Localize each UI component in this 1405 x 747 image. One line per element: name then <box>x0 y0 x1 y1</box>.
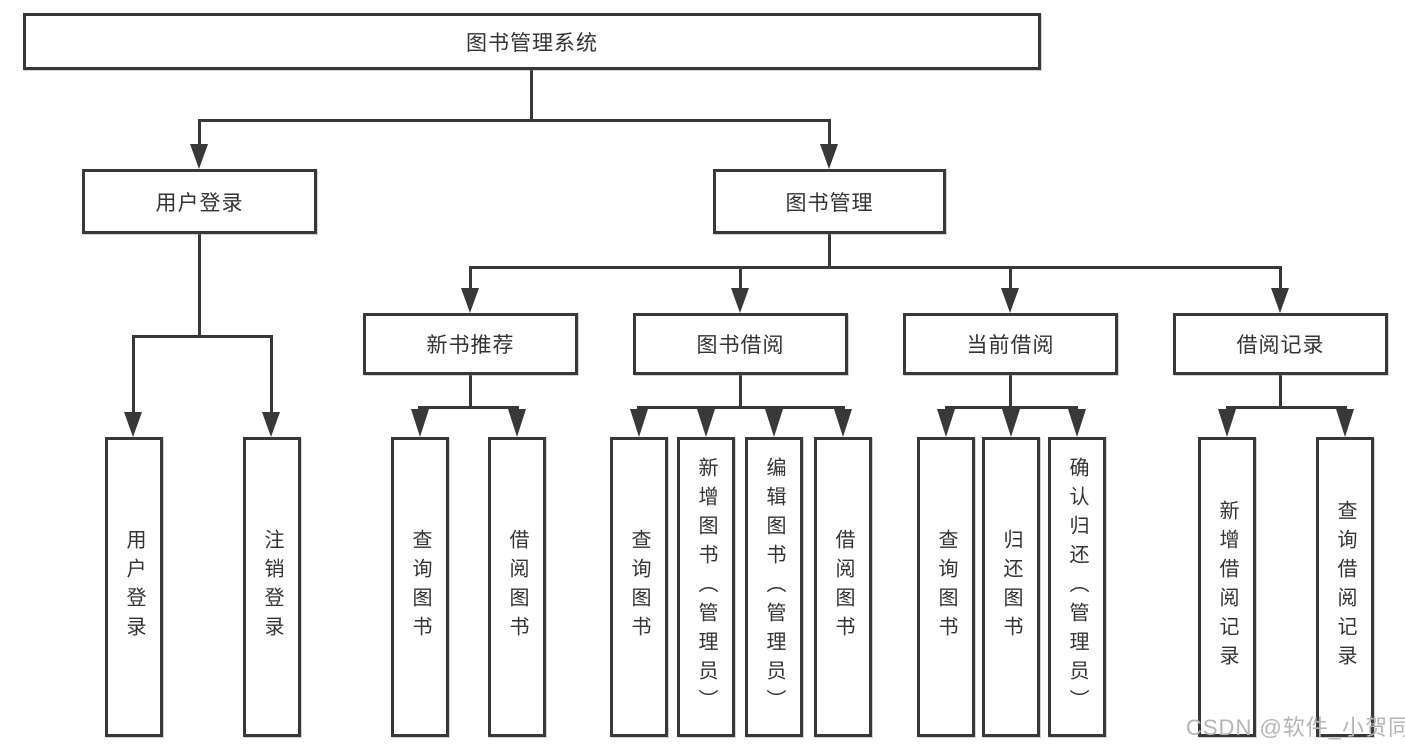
arrow-down-icon <box>411 409 429 437</box>
connector-stem <box>198 234 201 338</box>
arrow-down-icon <box>937 409 955 437</box>
arrow-down-icon <box>1271 288 1289 313</box>
connector-hline <box>637 406 845 409</box>
leaf-query-borrow-record-label: 查询借阅记录 <box>1334 500 1356 674</box>
arrow-down-icon <box>1336 409 1354 437</box>
arrow-down-icon <box>262 412 280 437</box>
connector-drop <box>739 269 742 288</box>
leaf-add-borrow-record: 新增借阅记录 <box>1198 437 1256 737</box>
node-book-borrow-label: 图书借阅 <box>696 334 785 357</box>
connector-drop <box>270 338 273 412</box>
arrow-down-icon <box>1218 409 1236 437</box>
node-current-borrow: 当前借阅 <box>903 313 1118 375</box>
leaf-confirm-return-admin: 确认归还（管理员） <box>1048 437 1106 737</box>
leaf-user-login-label: 用户登录 <box>123 529 145 645</box>
leaf-user-login: 用户登录 <box>105 437 163 737</box>
node-root-label: 图书管理系统 <box>466 31 598 55</box>
leaf-edit-book-admin-label: 编辑图书（管理员） <box>763 456 785 718</box>
connector-hline <box>418 406 519 409</box>
arrow-down-icon <box>461 288 479 313</box>
leaf-borrow-book-2-label: 借阅图书 <box>832 529 854 645</box>
connector-stem <box>828 234 831 269</box>
node-borrow-record: 借阅记录 <box>1173 313 1388 375</box>
connector-hline <box>469 266 1282 269</box>
leaf-query-book-2: 查询图书 <box>610 437 668 737</box>
leaf-add-borrow-record-label: 新增借阅记录 <box>1216 500 1238 674</box>
node-user-login: 用户登录 <box>82 169 317 234</box>
connector-drop <box>469 269 472 288</box>
arrow-down-icon <box>731 288 749 313</box>
arrow-down-icon <box>124 412 142 437</box>
arrow-down-icon <box>508 409 526 437</box>
connector-stem <box>739 375 742 409</box>
node-borrow-record-label: 借阅记录 <box>1236 334 1325 357</box>
leaf-borrow-book-1-label: 借阅图书 <box>506 529 528 645</box>
leaf-logout-label: 注销登录 <box>261 529 283 645</box>
connector-stem <box>1279 375 1282 409</box>
connector-stem <box>530 70 533 119</box>
leaf-query-borrow-record: 查询借阅记录 <box>1316 437 1374 737</box>
node-book-borrow: 图书借阅 <box>633 313 848 375</box>
connector-drop <box>1009 269 1012 288</box>
arrow-down-icon <box>765 409 783 437</box>
connector-hline <box>198 119 831 122</box>
leaf-query-book-1: 查询图书 <box>391 437 449 737</box>
arrow-down-icon <box>834 409 852 437</box>
node-new-book-recommend: 新书推荐 <box>363 313 578 375</box>
arrow-down-icon <box>820 144 838 169</box>
leaf-logout: 注销登录 <box>243 437 301 737</box>
node-root: 图书管理系统 <box>23 13 1041 70</box>
arrow-down-icon <box>1068 409 1086 437</box>
node-new-book-recommend-label: 新书推荐 <box>426 334 515 357</box>
csdn-watermark: CSDN @软件_小贺同学 <box>1186 715 1405 740</box>
leaf-add-book-admin-label: 新增图书（管理员） <box>695 456 717 718</box>
leaf-return-book-label: 归还图书 <box>1000 529 1022 645</box>
node-current-borrow-label: 当前借阅 <box>966 334 1055 357</box>
arrow-down-icon <box>1002 409 1020 437</box>
node-user-login-label: 用户登录 <box>155 191 244 215</box>
node-book-mgmt-label: 图书管理 <box>785 191 874 215</box>
connector-hline <box>132 335 273 338</box>
connector-hline <box>945 406 1078 409</box>
leaf-query-book-1-label: 查询图书 <box>409 529 431 645</box>
arrow-down-icon <box>190 144 208 169</box>
leaf-query-book-2-label: 查询图书 <box>628 529 650 645</box>
connector-drop <box>132 338 135 412</box>
leaf-query-book-3: 查询图书 <box>917 437 975 737</box>
connector-drop <box>1279 269 1282 288</box>
leaf-borrow-book-1: 借阅图书 <box>488 437 546 737</box>
arrow-down-icon <box>697 409 715 437</box>
node-book-mgmt: 图书管理 <box>713 169 946 234</box>
leaf-edit-book-admin: 编辑图书（管理员） <box>745 437 803 737</box>
connector-hline <box>1226 406 1347 409</box>
leaf-query-book-3-label: 查询图书 <box>935 529 957 645</box>
leaf-confirm-return-admin-label: 确认归还（管理员） <box>1066 456 1088 718</box>
connector-drop <box>198 122 201 144</box>
leaf-borrow-book-2: 借阅图书 <box>814 437 872 737</box>
arrow-down-icon <box>1001 288 1019 313</box>
leaf-return-book: 归还图书 <box>982 437 1040 737</box>
connector-stem <box>1009 375 1012 409</box>
arrow-down-icon <box>630 409 648 437</box>
connector-stem <box>469 375 472 409</box>
connector-drop <box>828 122 831 144</box>
leaf-add-book-admin: 新增图书（管理员） <box>677 437 735 737</box>
